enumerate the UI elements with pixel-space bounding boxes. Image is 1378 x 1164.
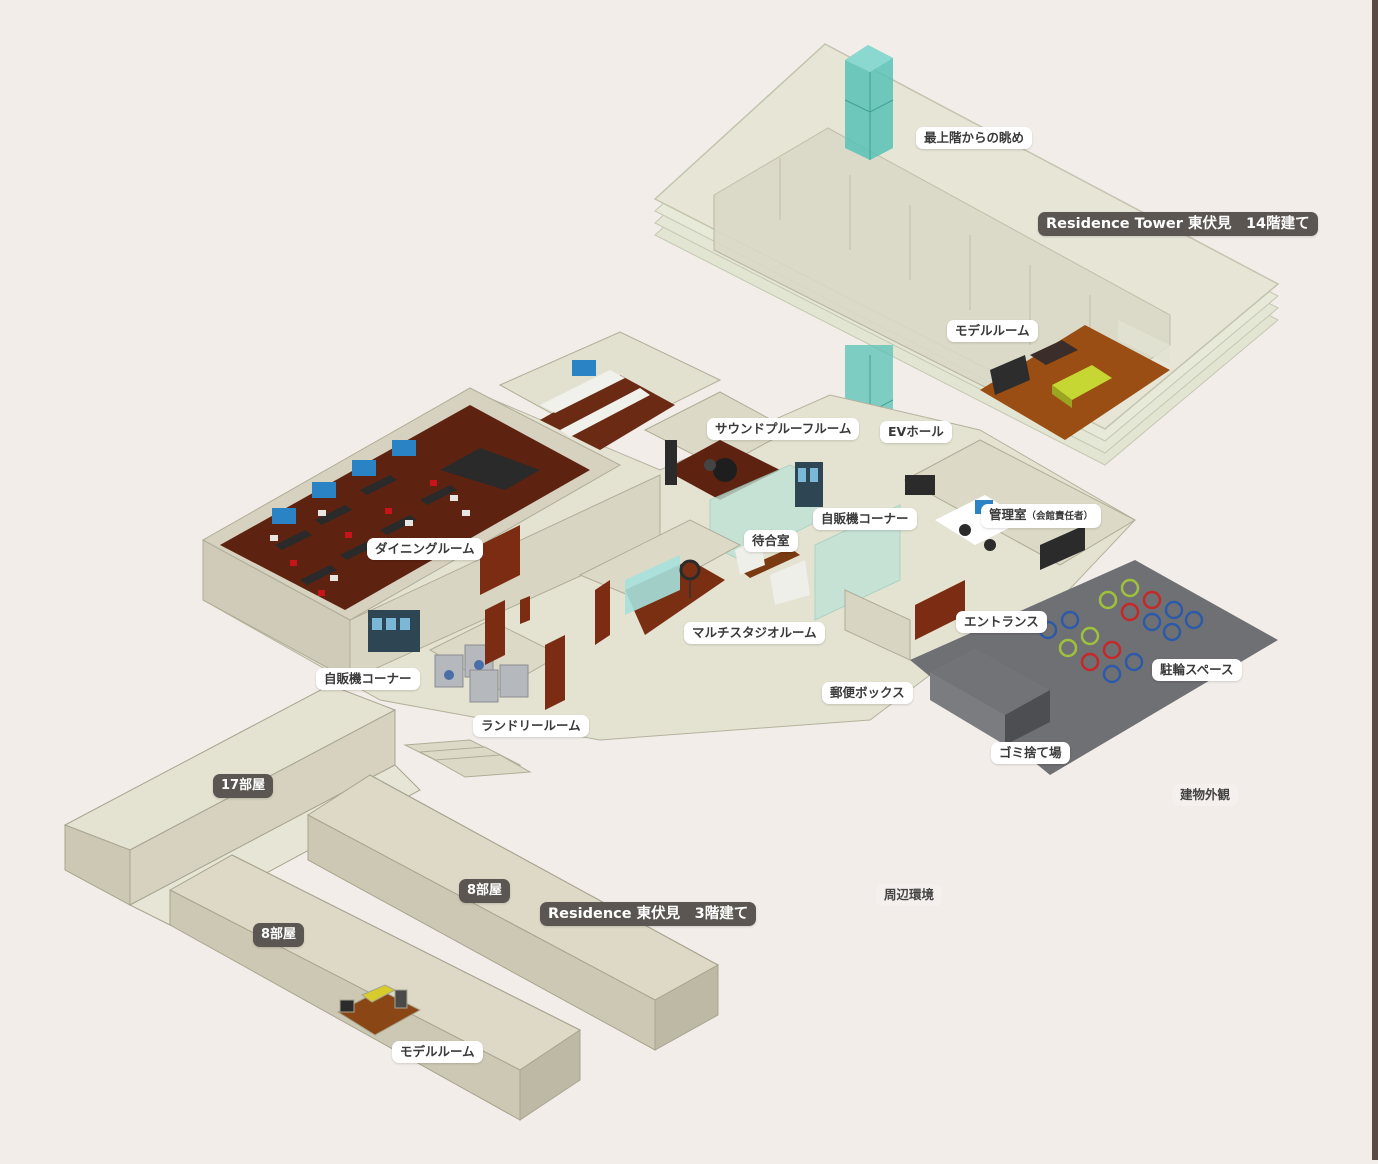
label-exterior[interactable]: 建物外観: [1172, 784, 1239, 806]
label-vending-corner-left[interactable]: 自販機コーナー: [316, 668, 420, 690]
label-rooms-8-right[interactable]: 8部屋: [459, 879, 511, 903]
label-vending-corner-center[interactable]: 自販機コーナー: [813, 508, 917, 530]
label-laundry-room[interactable]: ランドリールーム: [473, 715, 589, 737]
label-dining-room[interactable]: ダイニングルーム: [367, 538, 483, 560]
label-ev-hall[interactable]: EVホール: [880, 421, 952, 443]
stairs: [403, 739, 532, 778]
label-soundproof-room[interactable]: サウンドプルーフルーム: [707, 418, 860, 440]
ground-floor-base: [201, 331, 1137, 741]
label-surroundings[interactable]: 周辺環境: [876, 884, 943, 906]
label-top-view[interactable]: 最上階からの眺め: [916, 127, 1033, 149]
label-garbage[interactable]: ゴミ捨て場: [991, 742, 1070, 764]
label-mailbox[interactable]: 郵便ボックス: [822, 682, 913, 704]
label-rooms-8-left[interactable]: 8部屋: [253, 923, 305, 947]
office-note: （会館責任者）: [1026, 511, 1094, 522]
page-edge-bar: [1372, 0, 1378, 1160]
label-residence-model-room[interactable]: モデルルーム: [392, 1041, 483, 1063]
label-tower-model-room[interactable]: モデルルーム: [947, 320, 1038, 342]
label-residence-name[interactable]: Residence 東伏見 3階建て: [540, 902, 757, 926]
label-entrance[interactable]: エントランス: [956, 611, 1047, 633]
parking-area: [910, 560, 1278, 775]
label-bicycle-parking[interactable]: 駐輪スペース: [1152, 659, 1242, 681]
label-multi-studio[interactable]: マルチスタジオルーム: [684, 622, 825, 644]
office-name: 管理室: [989, 507, 1027, 522]
label-office[interactable]: 管理室（会館責任者）: [981, 504, 1102, 528]
label-tower-name[interactable]: Residence Tower 東伏見 14階建て: [1038, 212, 1318, 236]
tower-floor-plate: [653, 43, 1280, 466]
label-waiting-room[interactable]: 待合室: [744, 530, 798, 552]
label-rooms-17[interactable]: 17部屋: [213, 774, 274, 798]
